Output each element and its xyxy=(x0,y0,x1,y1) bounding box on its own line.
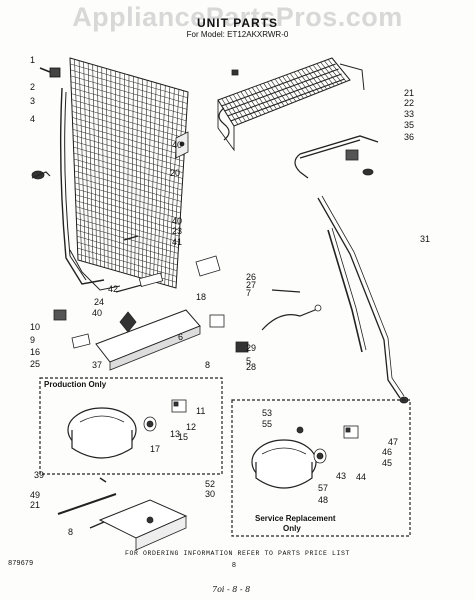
heat-exchanger-tube-illustration xyxy=(317,195,409,404)
callout-number-13: 13 xyxy=(170,429,180,439)
callout-number-1: 1 xyxy=(30,55,35,65)
production-only-label: Production Only xyxy=(44,380,107,389)
callout-number-39: 39 xyxy=(34,470,44,480)
callout-number-40: 40 xyxy=(92,308,102,318)
callout-number-27: 27 xyxy=(246,280,256,290)
callout-number-35: 35 xyxy=(404,120,414,130)
page-title: UNIT PARTS xyxy=(196,16,279,30)
callout-number-7: 7 xyxy=(246,288,251,298)
callout-number-8: 8 xyxy=(205,360,210,370)
drain-pan-part xyxy=(95,309,201,371)
callout-number-22: 22 xyxy=(404,98,414,108)
compressor-service-illustration xyxy=(251,425,359,489)
callout-number-26: 26 xyxy=(246,272,256,282)
left-clip-part xyxy=(53,309,67,321)
compressor-base-plate-illustration xyxy=(57,477,188,551)
screw-grommet-part xyxy=(39,67,61,78)
handwritten-note: 7oi - 8 - 8 xyxy=(212,585,251,594)
callout-number-29: 29 xyxy=(246,343,256,353)
production-only-box xyxy=(39,377,223,475)
callout-number-57: 57 xyxy=(318,483,328,493)
service-only-label: Only xyxy=(283,524,301,533)
callout-number-44: 44 xyxy=(356,472,366,482)
document-number: 879679 xyxy=(8,560,34,568)
left-bracket-part xyxy=(71,333,91,349)
callout-number-40: 40 xyxy=(172,216,182,226)
model-number: For Model: ET12AKXRWR-0 xyxy=(186,30,289,39)
drier-part xyxy=(115,272,164,293)
callout-number-24: 24 xyxy=(94,297,104,307)
callout-number-37: 37 xyxy=(92,360,102,370)
callout-number-28: 28 xyxy=(246,362,256,372)
callout-number-9: 9 xyxy=(30,335,35,345)
service-replacement-box xyxy=(231,399,411,537)
callout-number-8: 8 xyxy=(68,527,73,537)
service-replacement-label: Service Replacement xyxy=(255,514,336,523)
callout-number-17: 17 xyxy=(150,444,160,454)
callout-number-21: 21 xyxy=(404,88,414,98)
screw-part xyxy=(123,235,139,241)
callout-number-12: 12 xyxy=(186,422,196,432)
callout-number-6: 6 xyxy=(178,332,183,342)
compressor-production-illustration xyxy=(67,399,187,459)
callout-number-23: 23 xyxy=(172,226,182,236)
callout-number-33: 33 xyxy=(404,109,414,119)
callout-number-30: 30 xyxy=(205,489,215,499)
callout-number-52: 52 xyxy=(205,479,215,489)
callout-number-25: 25 xyxy=(30,359,40,369)
callout-number-16: 16 xyxy=(30,347,40,357)
bracket-part xyxy=(175,131,189,159)
fan-assembly-part xyxy=(119,311,137,333)
callout-number-10: 10 xyxy=(30,322,40,332)
callout-number-48: 48 xyxy=(318,495,328,505)
callout-number-18: 18 xyxy=(196,292,206,302)
tube-assembly-part xyxy=(261,289,322,331)
callout-number-5: 5 xyxy=(246,356,251,366)
callout-number-36: 36 xyxy=(404,132,414,142)
callout-number-55: 55 xyxy=(262,419,272,429)
mount-bracket-part xyxy=(195,255,221,277)
ordering-info-note: FOR ORDERING INFORMATION REFER TO PARTS … xyxy=(124,550,351,557)
callout-number-15: 15 xyxy=(178,432,188,442)
overload-part xyxy=(235,341,249,353)
callout-number-40: 40 xyxy=(172,140,182,150)
evaporator-coil-illustration xyxy=(217,57,365,152)
callout-number-31: 31 xyxy=(420,234,430,244)
callout-number-45: 45 xyxy=(382,458,392,468)
callout-number-3: 3 xyxy=(30,96,35,106)
callout-number-21: 21 xyxy=(30,500,40,510)
callout-number-4: 4 xyxy=(30,114,35,124)
relay-part xyxy=(209,314,225,328)
callout-number-2: 2 xyxy=(30,82,35,92)
callout-number-43: 43 xyxy=(336,471,346,481)
small-clip-part xyxy=(231,69,239,76)
defrost-heater-part xyxy=(294,135,379,179)
callout-number-47: 47 xyxy=(388,437,398,447)
callout-number-41: 41 xyxy=(172,237,182,247)
page-number: 8 xyxy=(232,562,236,569)
callout-number-49: 49 xyxy=(30,490,40,500)
callout-number-42: 42 xyxy=(108,284,118,294)
callout-number-20: 20 xyxy=(170,168,180,178)
condenser-coil-illustration xyxy=(59,57,189,291)
clip-part xyxy=(31,170,51,180)
callout-number-53: 53 xyxy=(262,408,272,418)
callout-number-46: 46 xyxy=(382,447,392,457)
watermark-logo: AppliancePartsPros.com xyxy=(72,2,403,32)
callout-number-11: 11 xyxy=(196,406,205,416)
